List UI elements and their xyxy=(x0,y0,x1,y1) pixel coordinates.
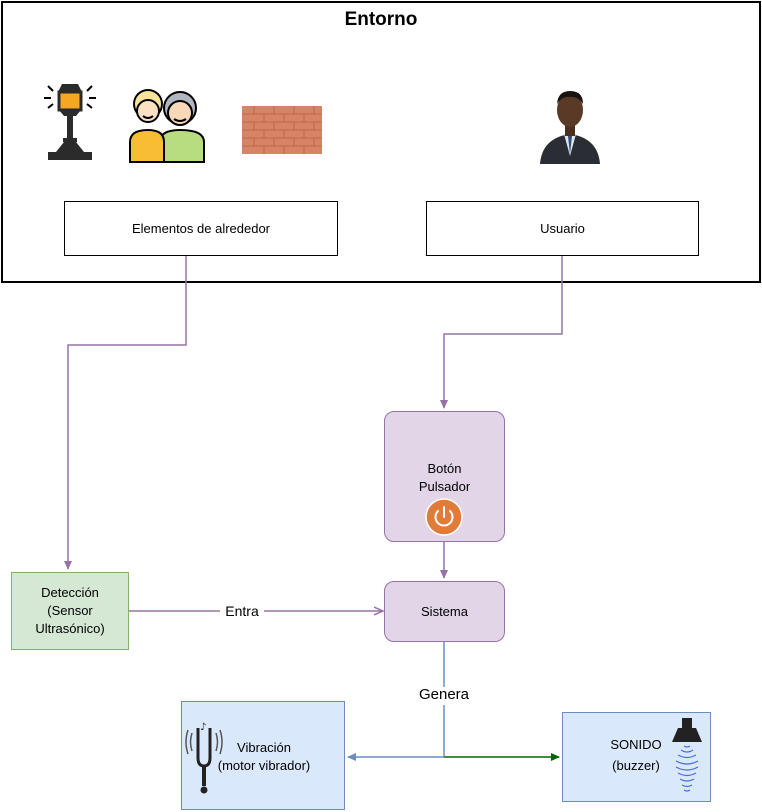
elderly-couple-icon xyxy=(129,89,205,163)
tuning-fork-icon: ♪ xyxy=(185,722,223,794)
sound-label: SONIDO (buzzer) xyxy=(596,734,676,776)
surroundings-to-detection-edge xyxy=(64,256,187,570)
detection-label-line2: (Sensor xyxy=(47,603,93,618)
detection-label-line1: Detección xyxy=(41,585,99,600)
system-box: Sistema xyxy=(384,581,505,642)
surroundings-box: Elementos de alrededor xyxy=(64,201,338,256)
detection-box: Detección (Sensor Ultrasónico) xyxy=(11,572,129,650)
push-button-label-line2: Pulsador xyxy=(418,479,471,494)
svg-text:♪: ♪ xyxy=(200,722,206,733)
speaker-icon xyxy=(672,718,702,792)
street-lamp-icon xyxy=(44,84,96,160)
push-button-label: Botón Pulsador xyxy=(384,460,505,496)
user-to-button-edge xyxy=(440,256,563,409)
sound-label-line2: (buzzer) xyxy=(612,758,660,773)
user-label: Usuario xyxy=(540,220,585,236)
environment-title: Entorno xyxy=(344,9,418,30)
vibration-label: Vibración (motor vibrador) xyxy=(206,738,322,776)
detection-label-line3: Ultrasónico) xyxy=(35,621,105,636)
vibration-box xyxy=(181,701,345,810)
enters-edge-label: Entra xyxy=(220,603,264,620)
power-icon[interactable] xyxy=(425,498,463,536)
push-button-label-line1: Botón xyxy=(427,461,462,476)
vibration-label-line1: Vibración xyxy=(237,740,291,755)
system-label: Sistema xyxy=(421,603,468,619)
brick-wall-icon xyxy=(242,106,322,154)
businessman-icon xyxy=(540,91,600,164)
vibration-label-line2: (motor vibrador) xyxy=(217,758,311,773)
surroundings-label: Elementos de alrededor xyxy=(131,220,271,236)
sound-label-line1: SONIDO xyxy=(610,737,662,752)
user-box: Usuario xyxy=(426,201,699,256)
generates-edge-label: Genera xyxy=(412,687,476,705)
